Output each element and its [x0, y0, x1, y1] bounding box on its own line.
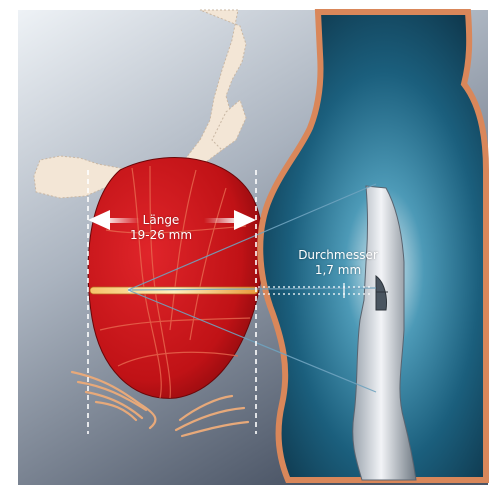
diameter-label: Durchmesser 1,7 mm	[288, 248, 388, 278]
length-value: 19-26 mm	[126, 228, 196, 243]
length-title: Länge	[126, 213, 196, 228]
implant-seed	[90, 287, 258, 294]
diameter-value: 1,7 mm	[288, 263, 388, 278]
diameter-title: Durchmesser	[288, 248, 388, 263]
length-label: Länge 19-26 mm	[126, 213, 196, 243]
